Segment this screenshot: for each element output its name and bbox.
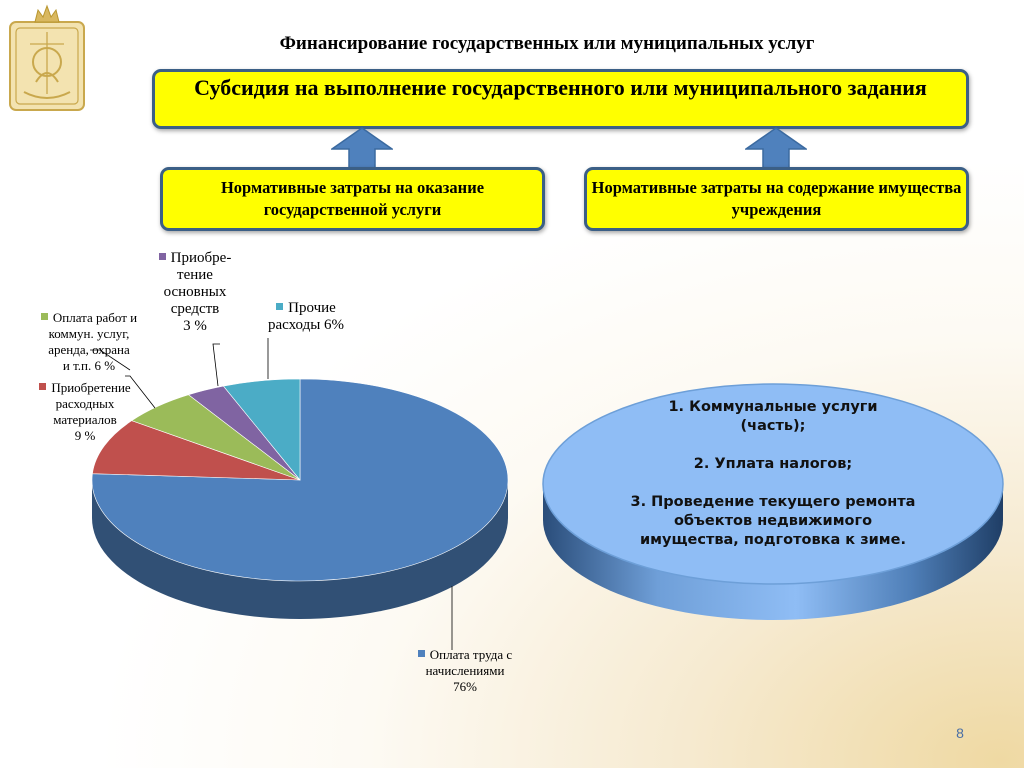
ellipse-text: 1. Коммунальные услуги (часть); 2. Уплат… [585,398,961,550]
normative-service-costs-box: Нормативные затраты на оказание государс… [160,167,545,231]
normative-property-costs-box: Нормативные затраты на содержание имущес… [584,167,969,231]
page-title: Финансирование государственных или муниц… [279,33,815,54]
page-number: 8 [956,725,964,741]
pie-leader-line-3 [212,343,220,387]
pie-slice-4 [222,378,301,481]
ellipse-top [542,383,1004,585]
ellipse-line: объектов недвижимого [673,513,873,529]
ellipse-line: 3. Проведение текущего ремонта [630,494,916,510]
legend-swatch [276,303,284,310]
pie-side-0 [92,480,508,619]
ellipse-line: 1. Коммунальные услуги [668,399,878,415]
pie-chart [90,338,509,650]
legend-swatch [417,650,425,657]
legend-swatch [39,383,47,390]
pie-label-equipment: Приобре- тение основных средств 3 % [152,250,238,335]
up-arrow-left [331,127,393,169]
pie-slice-0 [91,378,509,582]
ellipse-line: 2. Уплата налогов; [693,456,853,472]
ellipse-line: имущества, подготовка к зиме. [640,532,906,548]
pie-label-other: Прочие расходы 6% [267,300,345,333]
ellipse-line [585,474,961,493]
up-arrow-right [745,127,807,169]
pie-label-salary: Оплата труда с начислениями 76% [405,647,525,695]
ellipse-line [585,436,961,455]
pie-label-utilities: Оплата работ и коммун. услуг, аренда, ох… [28,310,150,374]
pie-slice-1 [92,420,301,481]
pie-label-materials: Приобретение расходных материалов 9 % [30,380,140,444]
legend-swatch [158,253,166,260]
pie-leader-line-1 [90,349,131,371]
ellipse-line: (часть); [740,418,806,434]
coat-of-arms-logo [9,4,85,111]
subsidy-box: Субсидия на выполнение государственного … [152,69,969,129]
info-ellipse [542,383,1004,620]
legend-swatch [40,313,48,320]
pie-leader-line-2 [125,375,156,409]
